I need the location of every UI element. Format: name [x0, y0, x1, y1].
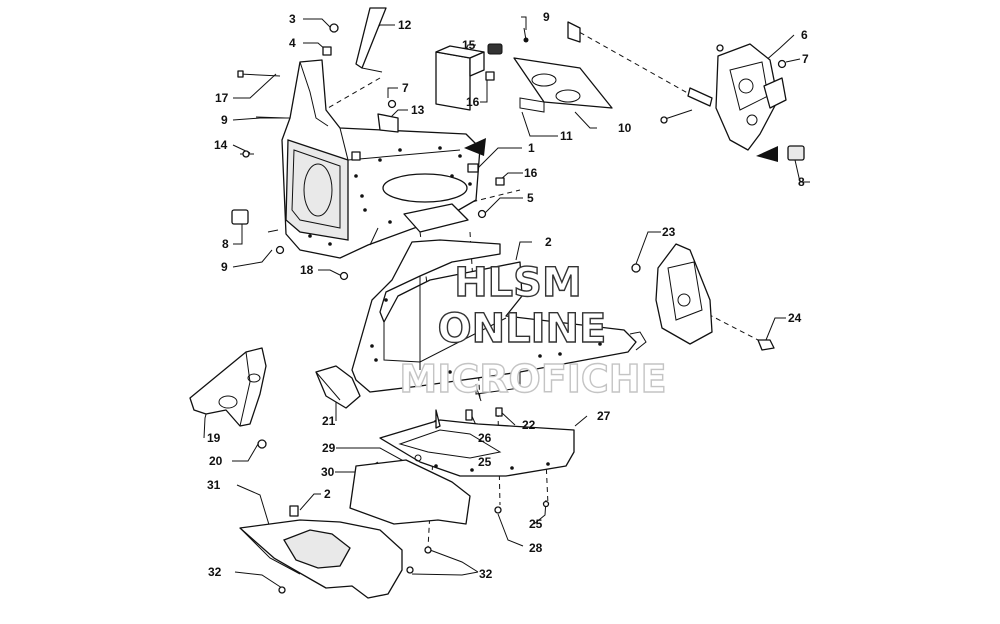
callout-14: 14	[214, 138, 228, 152]
callout-4: 4	[289, 36, 296, 50]
callout-26: 26	[478, 431, 492, 445]
callout-5: 5	[527, 191, 534, 205]
part-1-bulkhead	[281, 59, 481, 259]
callout-25: 25	[478, 455, 492, 469]
callout-15: 15	[462, 38, 476, 52]
callout-8: 8	[798, 175, 805, 189]
callout-19: 19	[207, 431, 221, 445]
callout-25: 25	[529, 517, 543, 531]
rod-assembly	[567, 21, 713, 124]
callout-16: 16	[466, 95, 480, 109]
callout-28: 28	[529, 541, 543, 555]
callout-10: 10	[618, 121, 632, 135]
part-10-plate	[513, 27, 613, 113]
callout-27: 27	[597, 409, 611, 423]
callout-29: 29	[322, 441, 336, 455]
callout-7: 7	[402, 81, 409, 95]
callout-8: 8	[222, 237, 229, 251]
callout-13: 13	[411, 103, 425, 117]
callout-24: 24	[788, 311, 802, 325]
part-31-front-cover	[239, 505, 414, 599]
part-6-bracket	[715, 43, 805, 161]
callout-7: 7	[802, 52, 809, 66]
part-23-bracket	[631, 243, 775, 351]
part-15-box	[435, 43, 503, 111]
callout-23: 23	[662, 225, 676, 239]
callout-9: 9	[543, 10, 550, 24]
callout-9: 9	[221, 113, 228, 127]
direction-arrow-6	[756, 146, 778, 162]
direction-arrow-1	[464, 138, 486, 156]
callout-16: 16	[524, 166, 538, 180]
callout-3: 3	[289, 12, 296, 26]
watermark-line-1: HLSM	[454, 260, 582, 306]
callout-22: 22	[522, 418, 536, 432]
watermark-line-3: MICROFICHE	[399, 357, 666, 401]
callout-labels: 1 2 2 3 4 5 6 7 7 8 8 9 9 9 10 11 12 13 …	[207, 10, 809, 581]
callout-11: 11	[560, 129, 573, 143]
callout-17: 17	[215, 91, 229, 105]
part-27-skid-plate	[379, 407, 575, 477]
callout-32: 32	[208, 565, 222, 579]
callout-21: 21	[322, 414, 336, 428]
callout-2: 2	[324, 487, 331, 501]
part-30-plate	[349, 459, 550, 554]
callout-31: 31	[207, 478, 221, 492]
callout-6: 6	[801, 28, 808, 42]
part-12-plate	[355, 7, 387, 73]
part-21-frame	[315, 239, 647, 409]
callout-32: 32	[479, 567, 493, 581]
watermark-line-2: ONLINE	[438, 306, 607, 352]
callout-1: 1	[528, 141, 535, 155]
callout-30: 30	[321, 465, 335, 479]
callout-12: 12	[398, 18, 412, 32]
callout-18: 18	[300, 263, 314, 277]
fasteners-upper-left	[231, 23, 505, 281]
watermark: HLSM ONLINE MICROFICHE	[399, 259, 668, 401]
callout-2: 2	[545, 235, 552, 249]
callout-9: 9	[221, 260, 228, 274]
part-19-hitch	[189, 347, 267, 449]
callout-20: 20	[209, 454, 223, 468]
